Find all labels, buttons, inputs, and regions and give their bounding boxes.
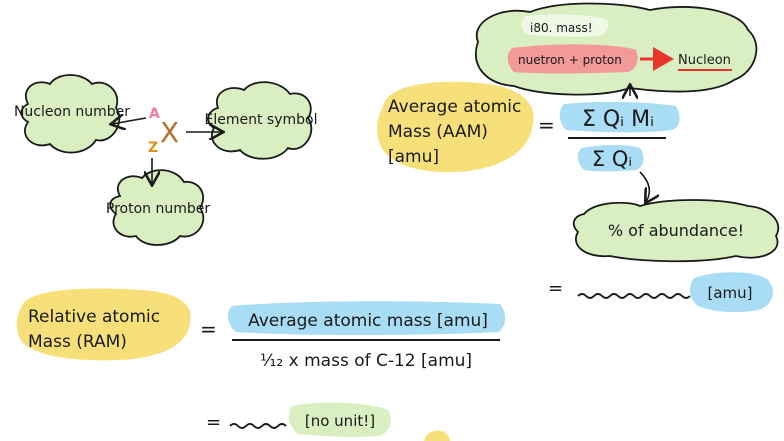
ram-label-highlight [16,288,191,361]
arrow-to-abundance [639,171,649,202]
aam-unit-highlight [689,272,773,313]
aam-label-line1: Average atomic [388,97,521,117]
arrow-to-nucleon-number [112,118,147,124]
aam-denominator: Σ Qᵢ [592,147,632,171]
nucleon-number-cloud: Nucleon number [14,74,130,154]
aam-denominator-highlight [577,145,644,172]
nucleon-note-result: Nucleon [678,53,731,68]
cropped-yellow-blob [424,430,450,441]
abundance-cloud [572,199,779,263]
ram-result-equals: = [206,412,221,433]
aam-result-unit: [amu] [707,284,752,302]
nucleon-superscript-a: A [149,106,160,122]
aam-label-highlight [377,81,534,173]
element-symbol-cloud: Element symbol [205,81,318,160]
aam-result-squiggle [577,293,691,299]
ram-label-line2: Mass (RAM) [28,332,127,352]
nucleon-note-line1: i80. mass! [530,21,593,35]
ram-label-line1: Relative atomic [28,307,160,327]
note-red-highlight [507,44,638,74]
ram-numerator: Average atomic mass [amu] [248,311,488,331]
element-symbol-label: Element symbol [205,112,318,128]
aam-result-equals: = [548,278,563,299]
proton-number-label: Proton number [106,201,210,217]
aam-equals-sign: = [538,113,555,137]
aam-label-line3: [amu] [388,147,439,167]
proton-number-cloud: Proton number [106,169,210,246]
ram-equals-sign: = [200,317,217,341]
proton-subscript-z: Z [148,140,158,156]
abundance-label: % of abundance! [608,221,744,240]
ram-denominator: ¹⁄₁₂ x mass of C-12 [amu] [260,351,472,371]
ram-unit-highlight [288,402,391,437]
note-line1-bg [521,14,609,37]
nucleon-number-label-line: Nucleon number [14,104,130,120]
aam-numerator-highlight [559,101,680,133]
ram-numerator-highlight [227,301,506,335]
nucleon-note-line2: nuetron + proton [518,53,622,67]
ram-result-squiggle [229,423,287,429]
ram-result-unit: [no unit!] [305,412,375,430]
element-letter-x: X [160,116,179,149]
aam-label-line2: Mass (AAM) [388,122,488,142]
aam-numerator: Σ Qᵢ Mᵢ [582,107,654,132]
